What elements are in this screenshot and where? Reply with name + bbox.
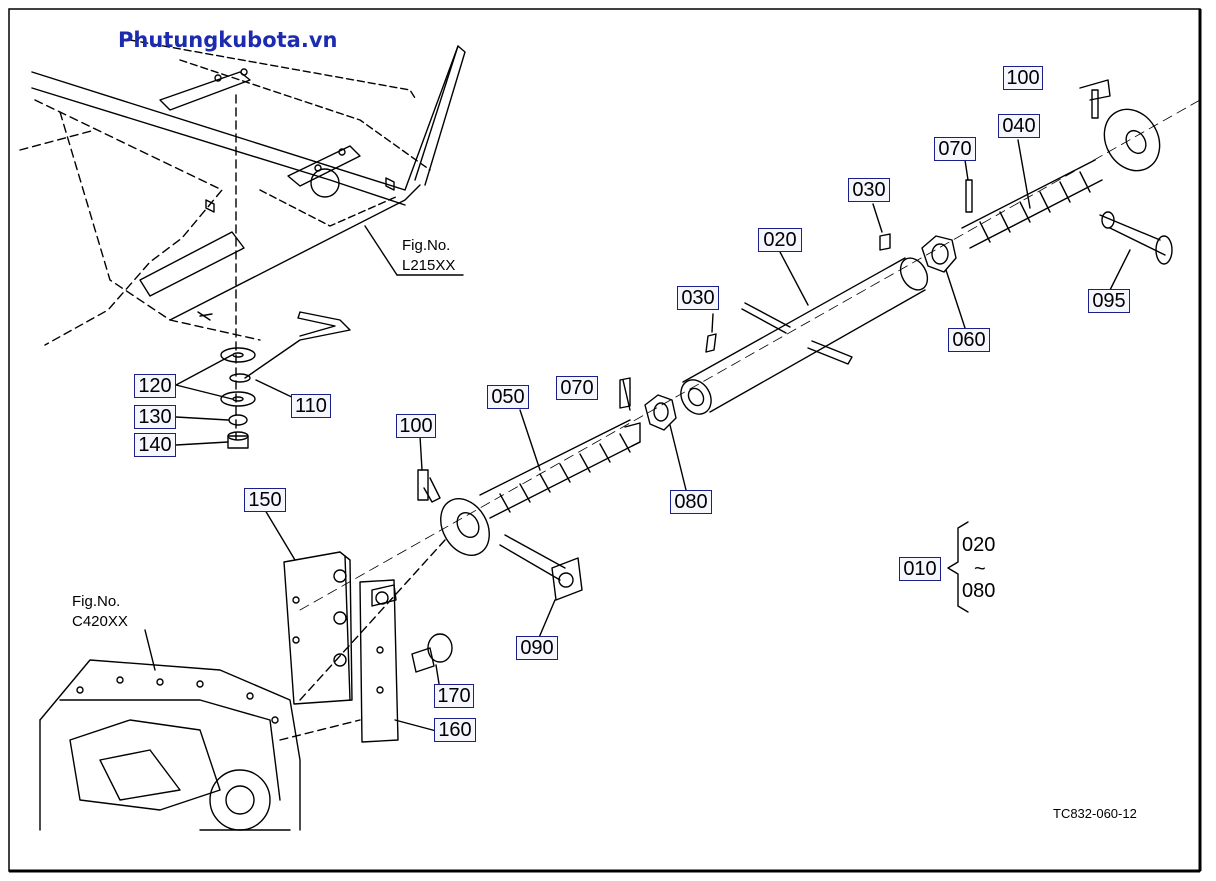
part-label-030[interactable]: 030 [848,178,890,202]
part-label-120[interactable]: 120 [134,374,176,398]
part-label-110[interactable]: 110 [291,394,331,418]
bracket-150 [264,509,353,705]
fig-ref-c420[interactable]: Fig.No. C420XX [72,592,128,632]
part-label-040[interactable]: 040 [998,114,1040,138]
assembly-range-to: 080 [962,580,996,602]
part-label-010[interactable]: 010 [899,557,941,581]
bracket-160 [359,579,441,743]
bolt-stack [175,311,351,449]
fig-ref-title: Fig.No. [72,593,121,610]
part-label-070[interactable]: 070 [934,137,976,161]
drawing-code: TC832-060-12 [1053,806,1137,821]
fig-ref-number: C420XX [72,613,128,630]
pin-100-lower [417,435,441,503]
lock-nut-left [644,394,687,491]
lock-nut-right [921,235,966,329]
part-label-095[interactable]: 095 [1088,289,1130,313]
bolt-170 [411,633,453,691]
watermark: Phutungkubota.vn [118,28,338,52]
assembly-range-from: 020 [962,534,996,556]
assembly-brace [947,521,969,613]
part-label-160[interactable]: 160 [434,718,476,742]
part-label-130[interactable]: 130 [134,405,176,429]
part-label-070-lower[interactable]: 070 [556,376,598,400]
part-label-020[interactable]: 020 [758,228,802,252]
part-label-090[interactable]: 090 [516,636,558,660]
transmission-housing-c420 [39,539,446,831]
frame-l215 [19,39,466,346]
part-label-140[interactable]: 140 [134,433,176,457]
part-label-100-lower[interactable]: 100 [396,414,436,438]
pin-090 [499,534,583,641]
left-threaded-rod [440,377,641,556]
fig-ref-l215[interactable]: Fig.No. L215XX [402,236,455,276]
fig-ref-number: L215XX [402,257,456,274]
part-label-030-lower[interactable]: 030 [677,286,719,310]
part-label-150[interactable]: 150 [244,488,286,512]
pin-095 [1099,211,1173,291]
diagram-border [8,8,1201,872]
part-label-080[interactable]: 080 [670,490,712,514]
fig-ref-title: Fig.No. [402,237,451,254]
part-label-050[interactable]: 050 [487,385,529,409]
right-threaded-rod [961,79,1161,249]
part-label-100[interactable]: 100 [1003,66,1043,90]
part-label-170[interactable]: 170 [434,684,474,708]
part-label-060[interactable]: 060 [948,328,990,352]
assembly-range-sep: ~ [974,558,986,580]
top-link-tube [680,203,929,415]
